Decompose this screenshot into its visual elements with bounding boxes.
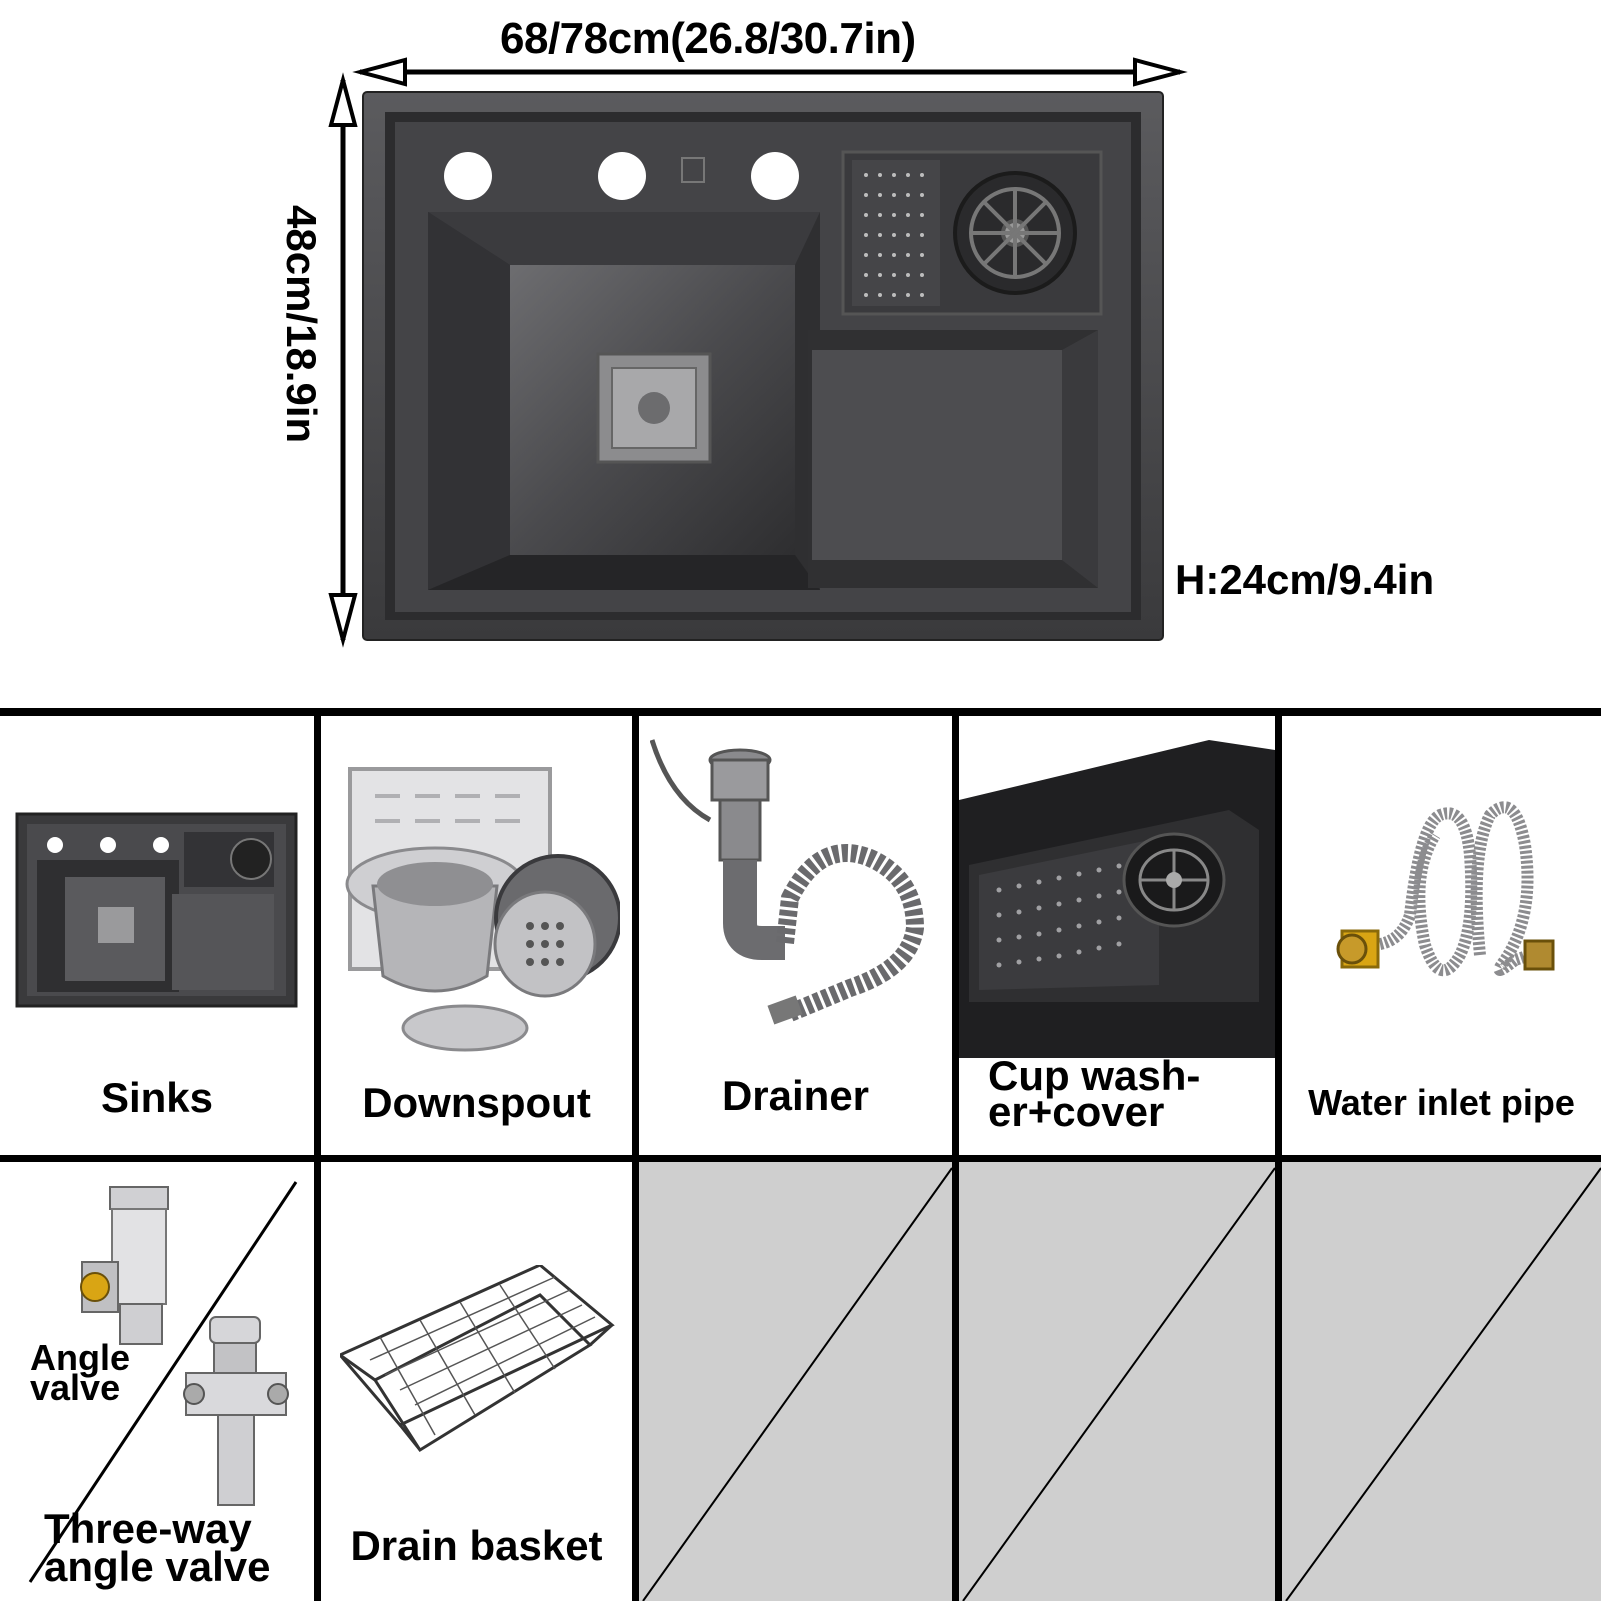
grid-middle-border xyxy=(0,1155,1601,1162)
valves-image xyxy=(28,1181,298,1583)
cup-washer-image xyxy=(959,740,1275,1058)
sinks-label: Sinks xyxy=(100,1074,214,1121)
cup-washer-label: Cup wash- er+cover xyxy=(988,1052,1201,1135)
tap-hole-icon xyxy=(444,152,492,200)
rinser-icon xyxy=(1122,832,1226,928)
grid-divider xyxy=(1275,708,1282,1601)
angle-valve-label: Angle valve xyxy=(30,1337,131,1408)
grid-divider xyxy=(952,708,959,1601)
tap-hole-icon xyxy=(598,152,646,200)
width-dimension-label: 68/78cm(26.8/30.7in) xyxy=(500,14,916,63)
water-inlet-pipe-label: Water inlet pipe xyxy=(1308,1082,1575,1123)
three-way-valve-label-line1: Three-way xyxy=(44,1505,252,1552)
sink-thumbnail xyxy=(15,812,298,1008)
grid-divider xyxy=(314,708,321,1601)
grid-divider xyxy=(632,708,639,1601)
tap-hole-icon xyxy=(751,152,799,200)
length-arrow xyxy=(328,72,358,648)
drain-basket-label: Drain basket xyxy=(350,1522,603,1569)
empty-cell xyxy=(639,1162,952,1601)
cup-washer-label-line2: er+cover xyxy=(988,1088,1165,1135)
empty-cell xyxy=(1282,1162,1601,1601)
rinser-icon xyxy=(953,171,1077,295)
angle-valve-label-line2: valve xyxy=(30,1367,121,1408)
diagonal-divider xyxy=(28,1181,298,1583)
grid-top-border xyxy=(0,708,1601,716)
angle-valve-label-line1: Angle xyxy=(30,1337,131,1378)
width-arrow xyxy=(352,57,1188,87)
downspout-image xyxy=(345,767,620,1052)
three-way-valve-label: Three-way angle valve xyxy=(44,1505,271,1590)
cup-washer-label-line1: Cup wash- xyxy=(988,1052,1201,1099)
main-sink-illustration xyxy=(328,57,1188,648)
downspout-label: Downspout xyxy=(362,1079,591,1126)
three-way-valve-icon xyxy=(183,1316,289,1506)
angle-valve-icon xyxy=(80,1186,169,1345)
three-way-valve-label-line2: angle valve xyxy=(44,1543,271,1590)
water-inlet-pipe-image xyxy=(1336,801,1555,977)
drain-basket-image xyxy=(340,1265,615,1453)
drainer-label: Drainer xyxy=(721,1072,870,1119)
height-dimension-label: H:24cm/9.4in xyxy=(1175,556,1435,603)
empty-cell xyxy=(959,1162,1275,1601)
drainer-image xyxy=(650,739,925,1025)
